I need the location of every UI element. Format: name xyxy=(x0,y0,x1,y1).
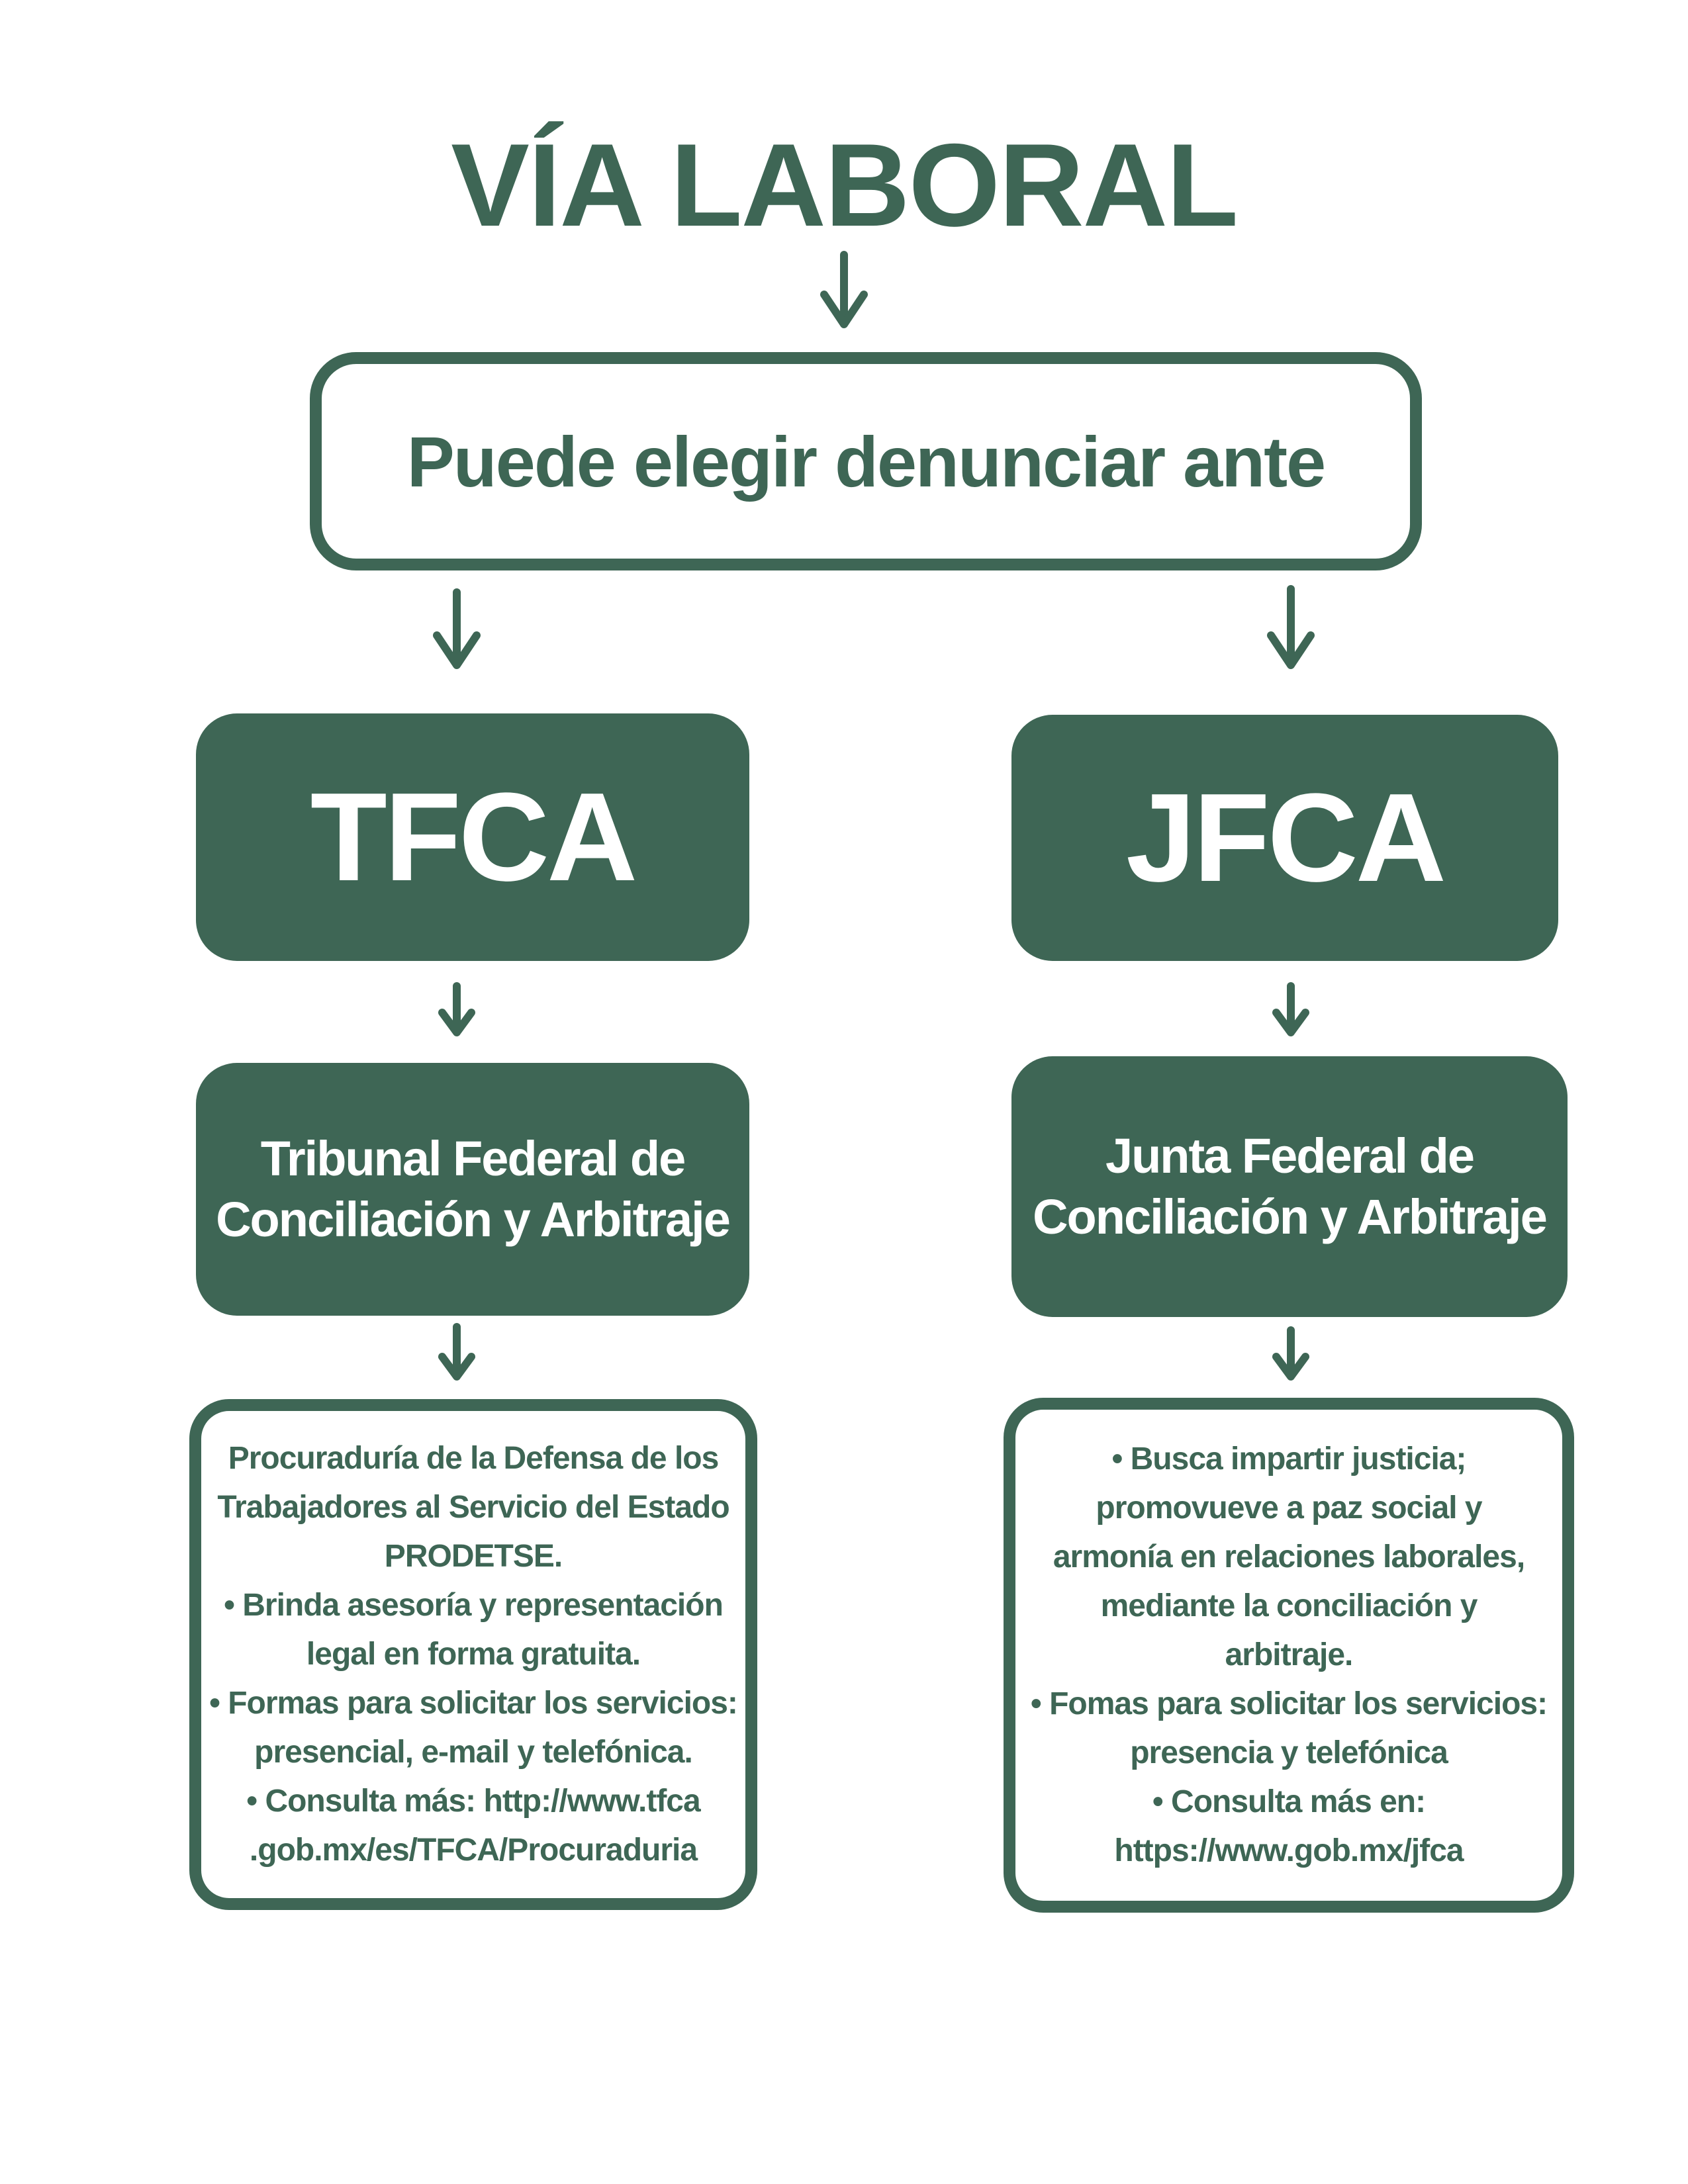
arrow-down-icon xyxy=(820,251,868,328)
info-line: • Consulta más: http://www.tfca xyxy=(246,1784,700,1819)
info-line: https://www.gob.mx/jfca xyxy=(1114,1833,1464,1868)
info-line: Procuraduría de la Defensa de los xyxy=(228,1441,720,1476)
tfca-name-box: Tribunal Federal de Conciliación y Arbit… xyxy=(196,1063,749,1316)
arrow-down-icon xyxy=(438,982,475,1036)
tfca-info-box: Procuraduría de la Defensa de los Trabaj… xyxy=(189,1399,757,1910)
arrow-down-icon xyxy=(433,588,481,669)
tfca-name-line: Tribunal Federal de xyxy=(260,1131,686,1186)
tfca-acronym: TFCA xyxy=(310,767,638,907)
jfca-name-box: Junta Federal de Conciliación y Arbitraj… xyxy=(1011,1056,1568,1317)
arrow-down-icon xyxy=(1267,585,1315,669)
jfca-info-box: • Busca impartir justicia; promovueve a … xyxy=(1004,1398,1574,1913)
diagram-title: VÍA LABORAL xyxy=(451,119,1239,251)
jfca-name-line: Junta Federal de xyxy=(1105,1128,1475,1183)
choice-text: Puede elegir denunciar ante xyxy=(406,421,1326,502)
info-line: mediante la conciliación y xyxy=(1100,1588,1478,1623)
info-line: • Brinda asesoría y representación xyxy=(224,1588,724,1623)
info-line: .gob.mx/es/TFCA/Procuraduria xyxy=(249,1833,698,1868)
info-line: promovueve a paz social y xyxy=(1096,1490,1482,1525)
info-line: • Busca impartir justicia; xyxy=(1111,1441,1467,1477)
jfca-name: Junta Federal de Conciliación y Arbitraj… xyxy=(1033,1126,1548,1248)
info-line: arbitraje. xyxy=(1225,1637,1354,1672)
jfca-acronym: JFCA xyxy=(1125,768,1446,908)
info-line: PRODETSE. xyxy=(384,1539,563,1574)
info-line: legal en forma gratuita. xyxy=(306,1637,641,1672)
info-line: • Consulta más en: xyxy=(1152,1784,1426,1819)
tfca-info: Procuraduría de la Defensa de los Trabaj… xyxy=(209,1434,738,1875)
jfca-acronym-box: JFCA xyxy=(1011,715,1558,961)
arrow-down-icon xyxy=(1272,982,1309,1036)
info-line: • Fomas para solicitar los servicios: xyxy=(1030,1686,1548,1721)
jfca-name-line: Conciliación y Arbitraje xyxy=(1033,1189,1548,1244)
info-line: presencial, e-mail y telefónica. xyxy=(254,1735,693,1770)
arrow-down-icon xyxy=(438,1323,475,1381)
arrow-down-icon xyxy=(1272,1326,1309,1381)
info-line: armonía en relaciones laborales, xyxy=(1053,1539,1525,1574)
tfca-name: Tribunal Federal de Conciliación y Arbit… xyxy=(216,1128,731,1250)
choice-box: Puede elegir denunciar ante xyxy=(310,352,1422,570)
info-line: • Formas para solicitar los servicios: xyxy=(209,1686,738,1721)
tfca-name-line: Conciliación y Arbitraje xyxy=(216,1192,731,1247)
tfca-acronym-box: TFCA xyxy=(196,713,749,961)
jfca-info: • Busca impartir justicia; promovueve a … xyxy=(1030,1435,1548,1876)
info-line: presencia y telefónica xyxy=(1130,1735,1448,1770)
info-line: Trabajadores al Servicio del Estado xyxy=(217,1490,729,1525)
